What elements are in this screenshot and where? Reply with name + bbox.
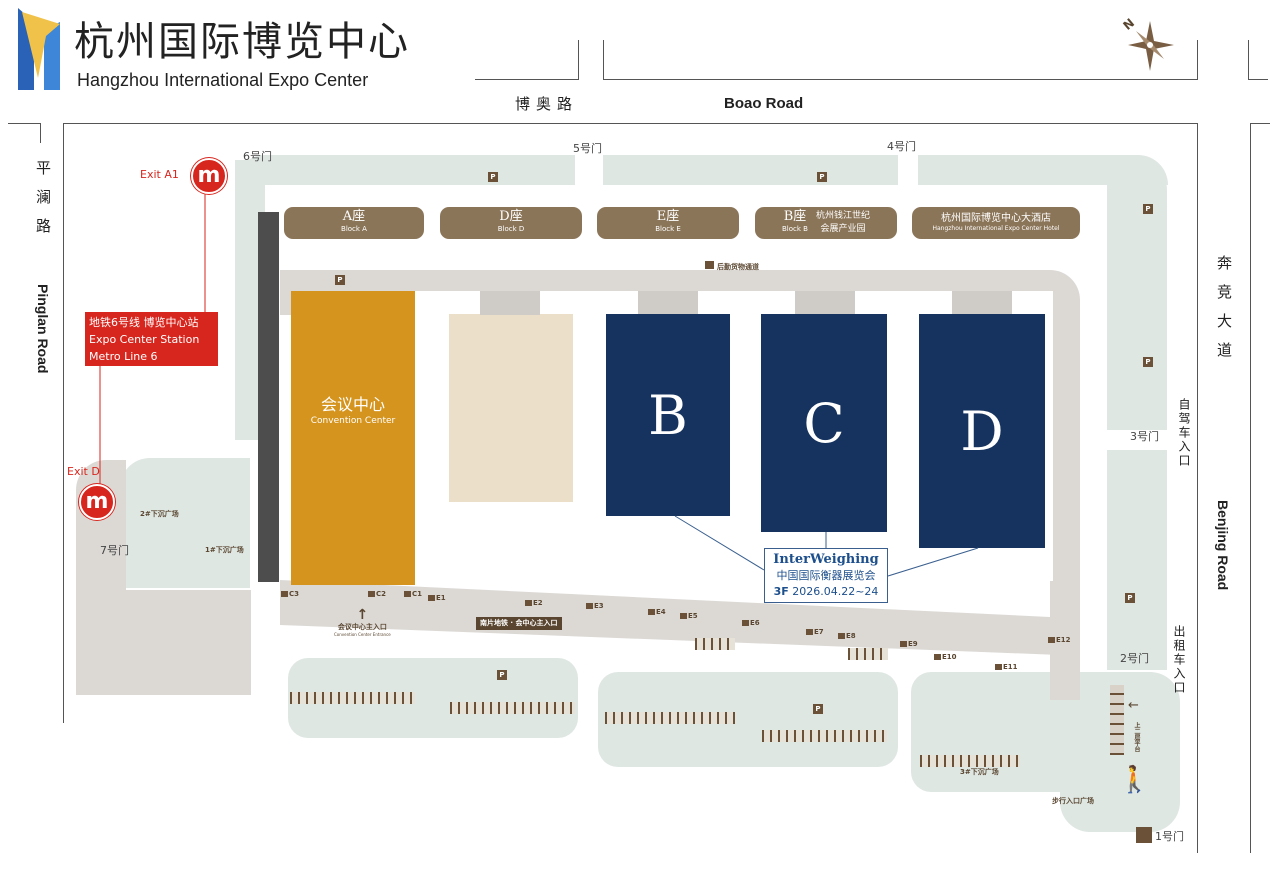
- parking-icon: P: [497, 670, 507, 680]
- gate-1: 1号门: [1136, 827, 1184, 845]
- taxi-entrance: 出租车入口: [1172, 625, 1186, 695]
- entrance-code: E5: [680, 612, 698, 621]
- hall-c[interactable]: C: [761, 314, 887, 532]
- entrance-code: E12: [1048, 636, 1071, 645]
- logistics-channel-label: 后勤货物通道: [705, 261, 759, 272]
- parking-icon: P: [488, 172, 498, 182]
- center-main-entrance: 南片地铁 · 会中心主入口: [476, 617, 562, 630]
- hall-a-beige[interactable]: [449, 314, 573, 502]
- entrance-code: E4: [648, 608, 666, 617]
- platform-label: 上二层平台: [1133, 722, 1140, 752]
- arrow-up-icon: ↑: [356, 607, 369, 623]
- entrance-code: E3: [586, 602, 604, 611]
- road-pinglan-cn: 平澜路: [34, 160, 52, 247]
- parking-icon: P: [1143, 204, 1153, 214]
- entrance-code: E1: [428, 594, 446, 603]
- gate-7: 7号门: [100, 544, 129, 557]
- exit-a1-label: Exit A1: [140, 168, 179, 181]
- parking-icon: P: [1143, 357, 1153, 367]
- entrance-code: E2: [525, 599, 543, 608]
- sunken-plaza-2: 2#下沉广场: [140, 510, 179, 518]
- entrance-code: C2: [368, 590, 386, 599]
- walking-person-icon: 🚶: [1118, 765, 1151, 795]
- entrance-code: C1: [404, 590, 422, 599]
- metro-logo-icon[interactable]: m: [191, 158, 227, 194]
- road-pinglan-en: Pinglan Road: [35, 284, 51, 374]
- entrance-code: E7: [806, 628, 824, 637]
- event-callout[interactable]: InterWeighing 中国国际衡器展览会 3F 2026.04.22~24: [764, 548, 888, 603]
- entrance-code: E11: [995, 663, 1018, 672]
- road-boao-cn: 博奥路: [515, 95, 579, 113]
- walk-plaza-label: 步行入口广场: [1052, 797, 1094, 805]
- metro-logo-icon[interactable]: m: [79, 484, 115, 520]
- entrance-code: C3: [281, 590, 299, 599]
- gate-6: 6号门: [243, 150, 272, 163]
- parking-icon: P: [335, 275, 345, 285]
- logo-icon: [18, 8, 60, 90]
- entrance-code: E8: [838, 632, 856, 641]
- compass-icon: N: [1120, 15, 1180, 79]
- road-benjing-cn: 奔竞大道: [1215, 255, 1233, 371]
- road-benjing-en: Benjing Road: [1215, 500, 1231, 591]
- road-boao-en: Boao Road: [724, 95, 804, 112]
- gate-5: 5号门: [573, 142, 602, 155]
- hall-d[interactable]: D: [919, 314, 1045, 548]
- sunken-plaza-1: 1#下沉广场: [205, 546, 244, 554]
- page-subtitle: Hangzhou International Expo Center: [77, 70, 369, 90]
- exit-d-label: Exit D: [67, 465, 100, 478]
- entrance-code: E9: [900, 640, 918, 649]
- parking-icon: P: [813, 704, 823, 714]
- sunken-plaza-3: 3#下沉广场: [960, 768, 999, 776]
- gate-4: 4号门: [887, 140, 916, 153]
- arrow-left-icon: ←: [1128, 698, 1139, 713]
- gate-3: 3号门: [1130, 430, 1159, 443]
- dark-strip: [258, 212, 279, 582]
- truck-icon: [705, 261, 714, 269]
- gate-2: 2号门: [1120, 652, 1149, 665]
- parking-icon: P: [817, 172, 827, 182]
- hall-b[interactable]: B: [606, 314, 730, 516]
- entrance-code: E6: [742, 619, 760, 628]
- parking-icon: P: [1125, 593, 1135, 603]
- entrance-code: E10: [934, 653, 957, 662]
- page-title: 杭州国际博览中心: [74, 19, 410, 65]
- exit-door-icon: [1136, 827, 1152, 843]
- self-drive-entrance: 自驾车入口: [1177, 398, 1191, 468]
